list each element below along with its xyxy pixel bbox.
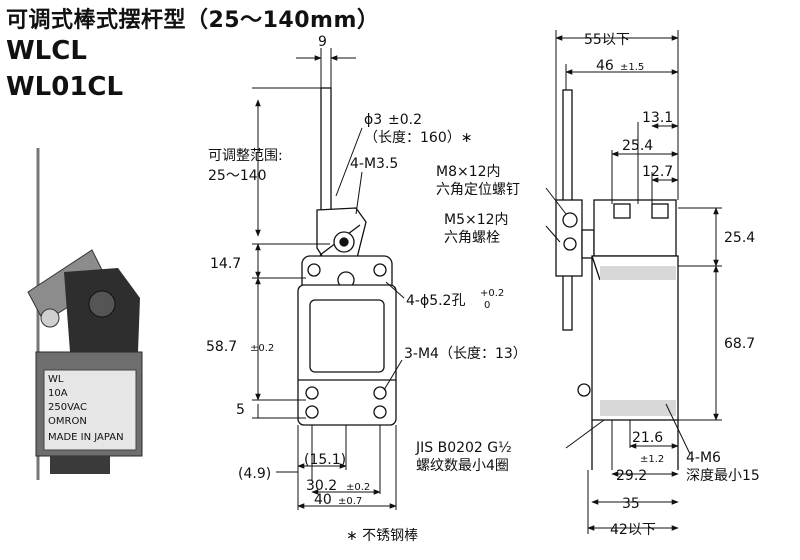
hole-tolerance-lower: 0 [484, 300, 490, 311]
photo-shaft [88, 290, 116, 318]
dim-29-2-tolerance: ±1.2 [640, 454, 664, 465]
conduit-thread-label: JIS B0202 G½ [415, 440, 512, 456]
dim-58-7: 58.7 [206, 339, 237, 355]
photo-rod-clamp [40, 308, 60, 328]
dim-21-6: 21.6 [632, 430, 663, 446]
adjustable-range-label: 可调整范围: [208, 147, 283, 164]
photo-conduit [50, 456, 110, 474]
dim-46-tolerance: ±1.5 [620, 62, 644, 73]
dim-58-7-tolerance: ±0.2 [250, 343, 274, 354]
photo-label-4: OMRON [48, 416, 87, 427]
conduit-thread-note: 螺纹数最小4圈 [416, 458, 509, 474]
adjustable-range-value: 25～140 [208, 168, 267, 184]
dim-30-2: 30.2 [306, 478, 337, 494]
dim-4-9: (4.9) [238, 466, 271, 482]
photo-label-1: WL [48, 374, 64, 385]
hole-tolerance-upper: +0.2 [480, 288, 504, 299]
dim-13-1: 13.1 [642, 110, 673, 126]
model-name-wlcl: WLCL [6, 36, 87, 66]
rod-diameter: ϕ3 [364, 112, 382, 128]
hex-set-screw-label-1: M8×12内 [436, 164, 501, 180]
screw-top-label: 4-M3.5 [350, 156, 398, 172]
photo-label-2: 10A [48, 388, 68, 399]
dim-68-7: 68.7 [724, 336, 755, 352]
side-view [545, 30, 722, 534]
dim-25-4-right: 25.4 [724, 230, 755, 246]
dim-25-4-top: 25.4 [622, 138, 653, 154]
photo-nameplate [43, 369, 137, 451]
dim-42-max: 42以下 [610, 522, 656, 538]
hex-bolt-label-2: 六角螺栓 [444, 230, 500, 246]
tapped-hole-depth: 深度最小15 [686, 468, 760, 484]
dim-29-2: 29.2 [616, 468, 647, 484]
dim-14-7: 14.7 [210, 256, 241, 272]
dim-46: 46 [596, 58, 614, 74]
hex-bolt-label-1: M5×12内 [444, 212, 509, 228]
dim-30-2-tolerance: ±0.2 [346, 482, 370, 493]
dim-40-tolerance: ±0.7 [338, 496, 362, 507]
dim-35: 35 [622, 496, 640, 512]
mounting-hole-label: 4-ϕ5.2孔 [406, 293, 465, 309]
product-photo: WL 10A 250VAC OMRON MADE IN JAPAN [27, 148, 143, 480]
dim-55-max: 55以下 [584, 32, 630, 48]
rod-length: （长度：160）∗ [364, 130, 472, 146]
dim-5: 5 [236, 402, 245, 418]
dim-9: 9 [318, 34, 327, 50]
dim-40: 40 [314, 492, 332, 508]
screw-bottom-label: 3-M4（长度：13） [404, 346, 527, 362]
front-view [252, 48, 405, 510]
tapped-hole-label: 4-M6 [686, 450, 721, 466]
dim-12-7: 12.7 [642, 164, 673, 180]
hex-set-screw-label-2: 六角定位螺钉 [436, 182, 520, 198]
photo-label-5: MADE IN JAPAN [48, 432, 124, 443]
diagram-title: 可调式棒式摆杆型（25～140mm） [6, 8, 380, 33]
photo-label-3: 250VAC [48, 402, 87, 413]
footnote: ∗ 不锈钢棒 [346, 528, 418, 544]
dim-15-1: (15.1) [304, 452, 346, 468]
model-name-wl01cl: WL01CL [6, 72, 124, 102]
rod-diameter-tolerance: ±0.2 [388, 112, 422, 128]
